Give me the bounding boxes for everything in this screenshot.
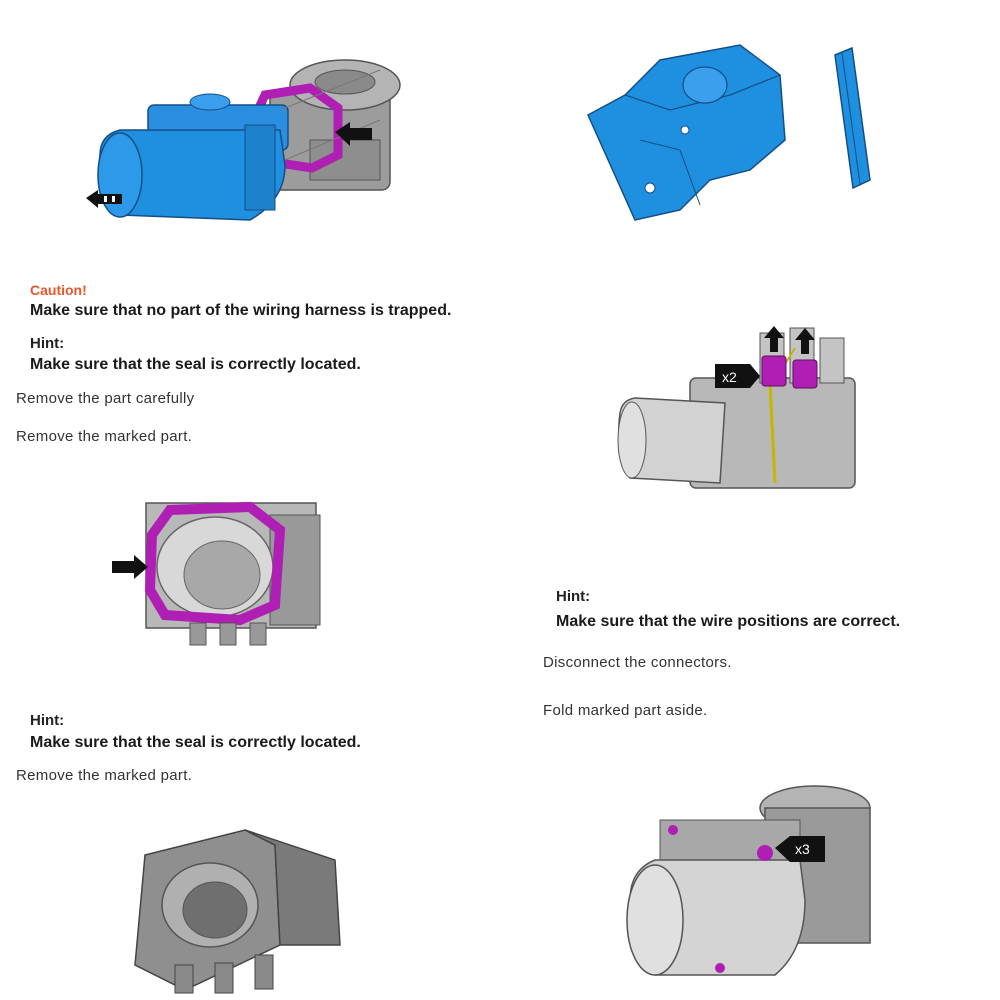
connectors-illustration: x2 <box>617 326 856 489</box>
hint-label: Hint: <box>556 588 591 605</box>
step-instruction: Remove the marked part. <box>16 428 193 445</box>
badge-x3-label: x3 <box>795 841 810 857</box>
hint-label: Hint: <box>30 712 65 729</box>
step-instruction: Fold marked part aside. <box>543 702 708 719</box>
caution-text: Make sure that no part of the wiring har… <box>30 302 452 319</box>
hint-text: Make sure that the seal is correctly loc… <box>30 356 361 373</box>
step-instruction: Remove the marked part. <box>16 767 193 784</box>
fold-aside-illustration: x3 <box>626 785 871 976</box>
seal-housing-illustration <box>112 501 321 646</box>
heater-cover-removal-illustration <box>86 59 401 221</box>
badge-x2-label: x2 <box>722 369 737 385</box>
grey-housing-illustration <box>134 829 341 994</box>
blue-bracket-illustration <box>587 44 871 221</box>
step-instruction: Remove the part carefully <box>16 390 195 407</box>
step-instruction: Disconnect the connectors. <box>543 654 732 671</box>
hint-text: Make sure that the wire positions are co… <box>556 613 901 630</box>
hint-text: Make sure that the seal is correctly loc… <box>30 734 361 751</box>
hint-label: Hint: <box>30 335 65 352</box>
caution-label: Caution! <box>30 282 87 298</box>
